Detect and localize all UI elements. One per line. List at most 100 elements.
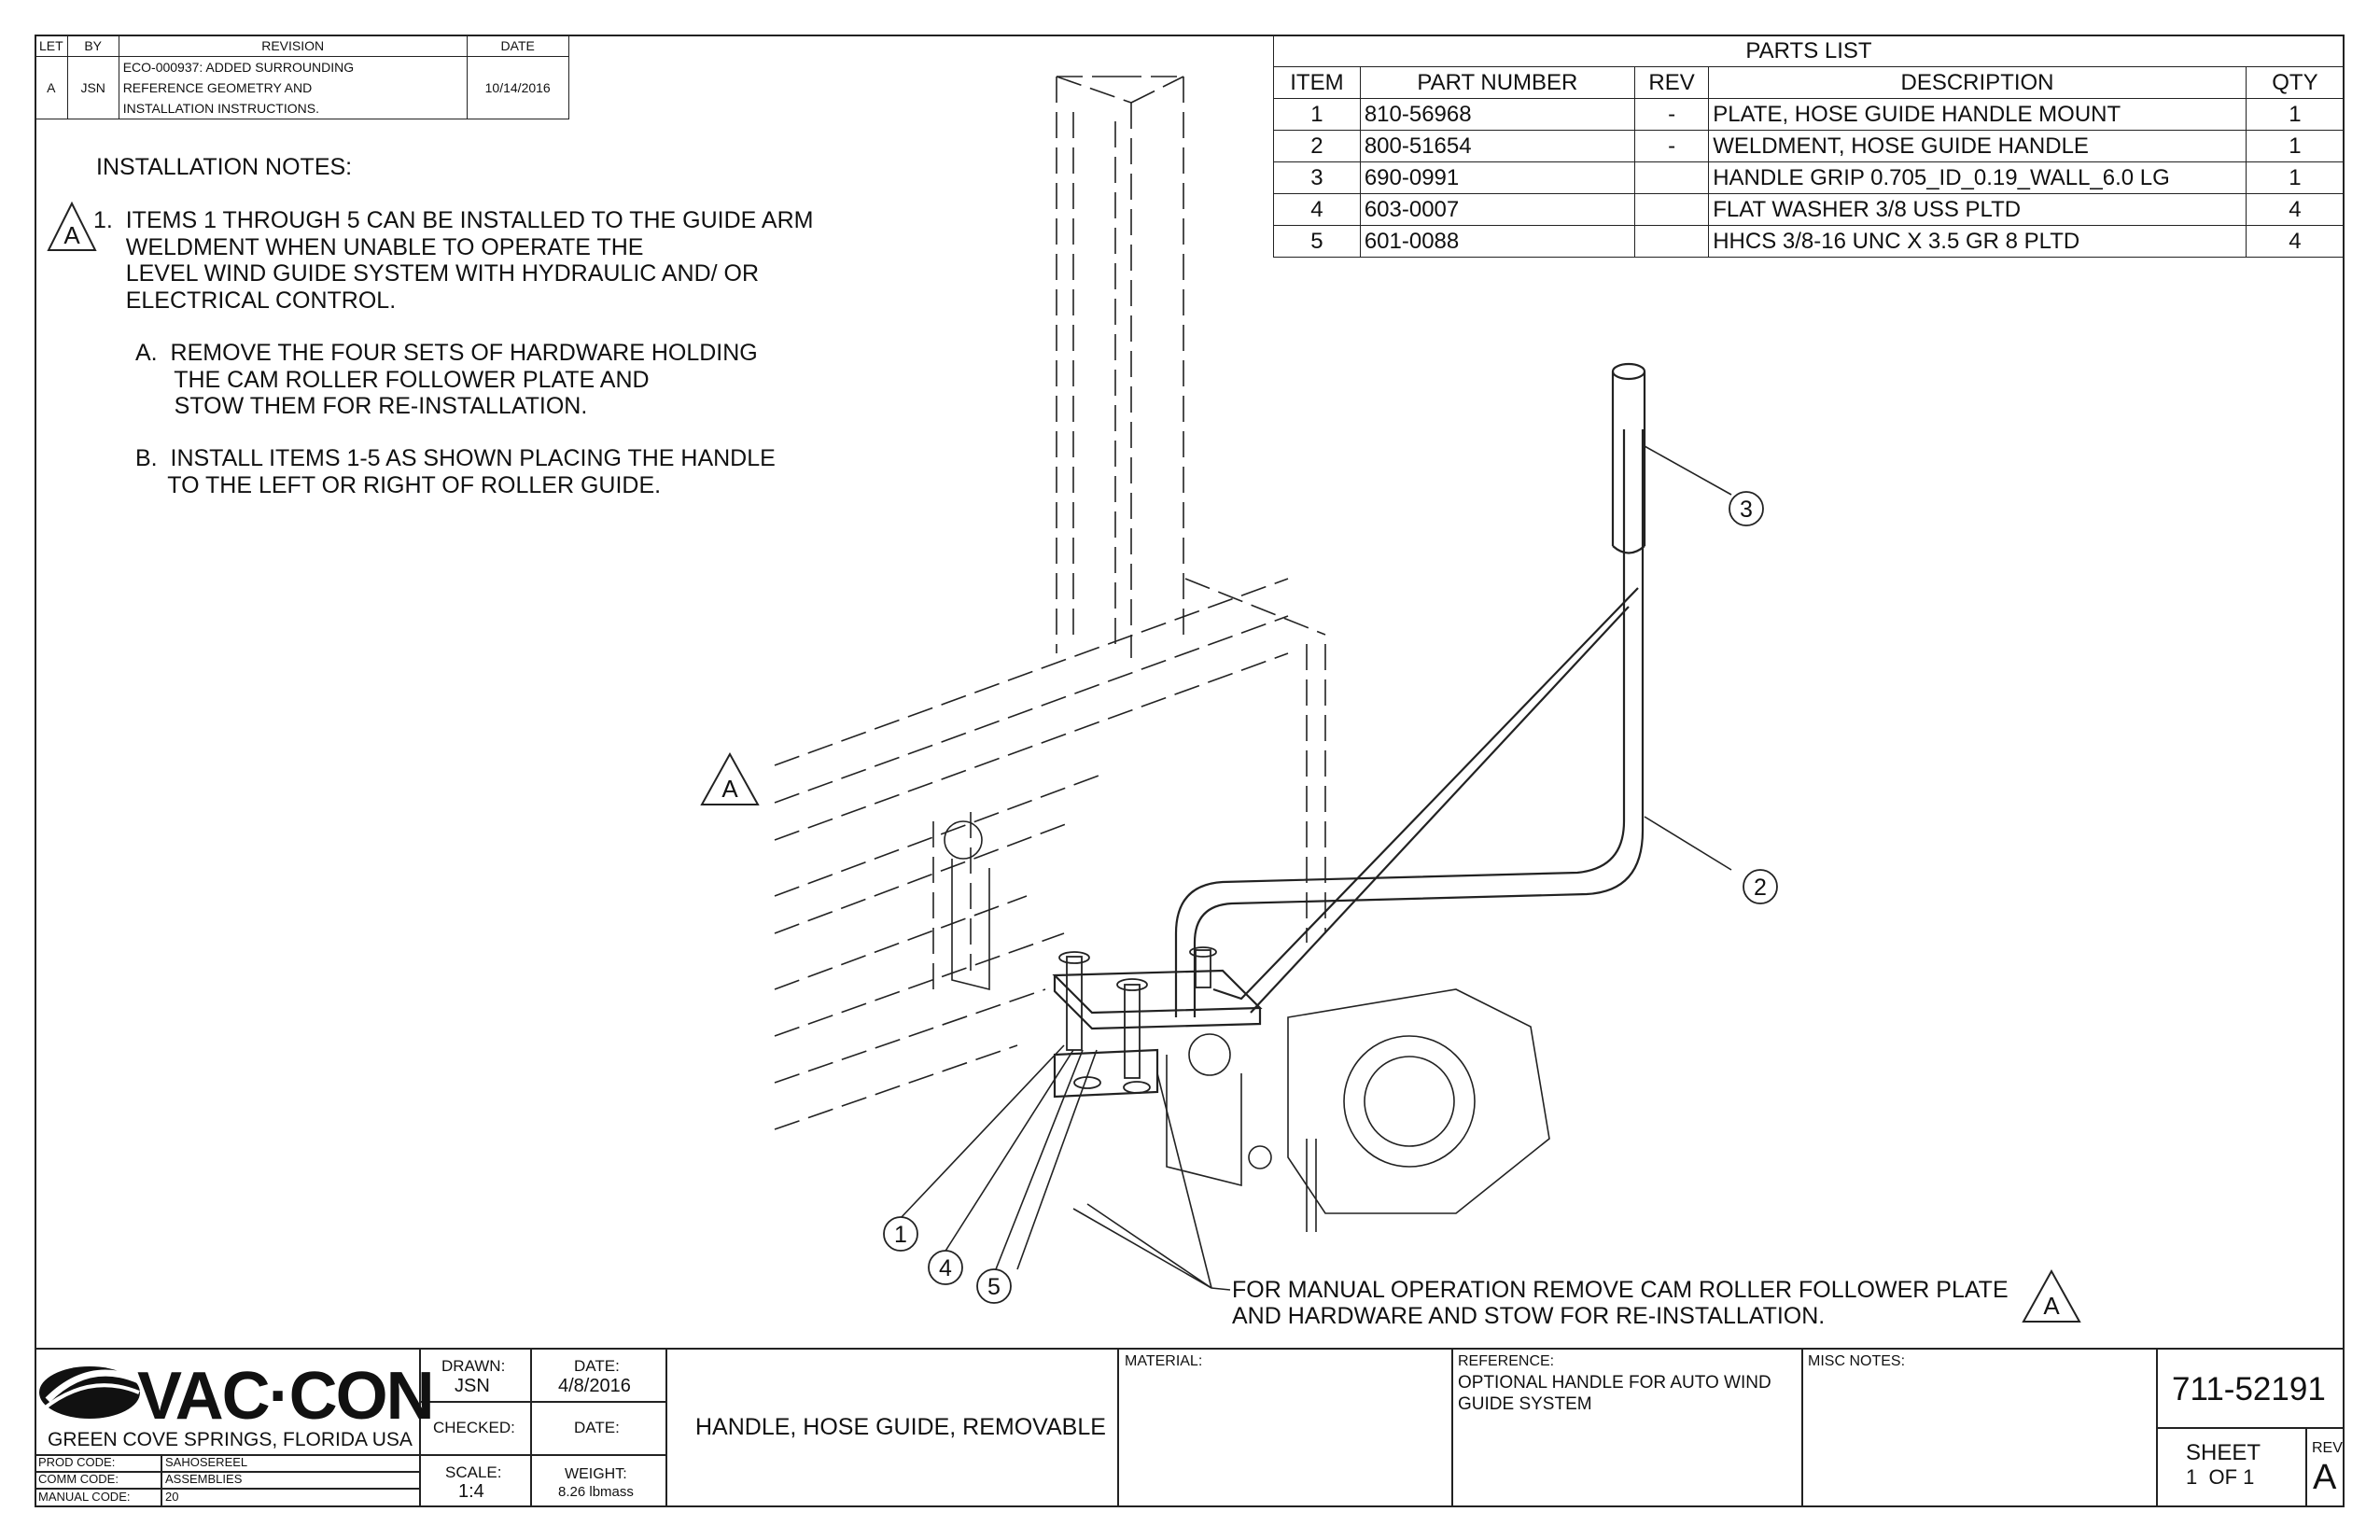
part-description: FLAT WASHER 3/8 USS PLTD — [1708, 193, 2247, 226]
scale-value: 1:4 — [458, 1481, 484, 1502]
code-label: COMM CODE: — [38, 1472, 119, 1486]
note-line: 1. ITEMS 1 THROUGH 5 CAN BE INSTALLED TO… — [93, 207, 814, 233]
part-description: PLATE, HOSE GUIDE HANDLE MOUNT — [1708, 98, 2247, 131]
parts-row: 5 601-0088 HHCS 3/8-16 UNC X 3.5 GR 8 PL… — [1273, 225, 2345, 258]
reference-line: OPTIONAL HANDLE FOR AUTO WIND — [1458, 1373, 1771, 1393]
balloon-label: 3 — [1740, 497, 1753, 523]
revision-triangle-icon — [47, 201, 97, 251]
balloon-label: 1 — [894, 1222, 907, 1248]
rev-label: REV — [2312, 1440, 2343, 1456]
installation-step-a: A. REMOVE THE FOUR SETS OF HARDWARE HOLD… — [135, 340, 758, 420]
rev-line: INSTALLATION INSTRUCTIONS. — [122, 101, 319, 116]
note-line: A. REMOVE THE FOUR SETS OF HARDWARE HOLD… — [135, 340, 758, 366]
reference-geometry — [774, 76, 1326, 1130]
revision-block: LET BY REVISION DATE A JSN ECO-000937: A… — [35, 35, 569, 119]
note-line: STOW THEM FOR RE-INSTALLATION. — [135, 393, 588, 419]
checked-date-label: DATE: — [574, 1419, 620, 1436]
note-line: B. INSTALL ITEMS 1-5 AS SHOWN PLACING TH… — [135, 445, 776, 471]
code-value: SAHOSEREEL — [165, 1455, 248, 1469]
reference-line: GUIDE SYSTEM — [1458, 1394, 1592, 1414]
drawing-number: 711-52191 — [2172, 1371, 2326, 1407]
manual-operation-note: FOR MANUAL OPERATION REMOVE CAM ROLLER F… — [1232, 1277, 2009, 1329]
part-description: WELDMENT, HOSE GUIDE HANDLE — [1708, 130, 2247, 162]
parts-row: 2 800-51654 - WELDMENT, HOSE GUIDE HANDL… — [1273, 130, 2345, 162]
note-line: FOR MANUAL OPERATION REMOVE CAM ROLLER F… — [1232, 1277, 2009, 1303]
balloon-2 — [1743, 869, 1778, 904]
balloon-3 — [1729, 491, 1764, 526]
balloon-label: 2 — [1754, 875, 1767, 901]
logo-text: VAC·CON — [137, 1359, 435, 1434]
parts-list: PARTS LIST ITEM PART NUMBER REV DESCRIPT… — [1273, 35, 2345, 258]
parts-header-part-number: PART NUMBER — [1359, 66, 1635, 99]
part-qty: 1 — [2245, 161, 2345, 194]
revision-triangle-label: A — [2043, 1292, 2060, 1320]
sheet-value: 1 OF 1 — [2186, 1465, 2255, 1489]
note-line: WELDMENT WHEN UNABLE TO OPERATE THE — [93, 233, 644, 260]
weight-label: WEIGHT: — [565, 1466, 627, 1482]
note-line: ELECTRICAL CONTROL. — [93, 287, 397, 314]
parts-row: 3 690-0991 HANDLE GRIP 0.705_ID_0.19_WAL… — [1273, 161, 2345, 194]
code-label: MANUAL CODE: — [38, 1490, 131, 1504]
part-rev — [1633, 193, 1710, 226]
title-block: VAC·CON GREEN COVE SPRINGS, FLORIDA USA … — [35, 1348, 2345, 1507]
date-label: DATE: — [574, 1357, 620, 1375]
date-value: 4/8/2016 — [558, 1376, 631, 1396]
revision-triangle-label: A — [721, 775, 738, 803]
part-number: 810-56968 — [1359, 98, 1635, 131]
revision-triangle-icon — [2022, 1268, 2081, 1323]
note-line: TO THE LEFT OR RIGHT OF ROLLER GUIDE. — [135, 471, 662, 498]
balloon-1 — [883, 1216, 918, 1252]
balloon-label: 4 — [939, 1255, 952, 1281]
sheet-label: SHEET — [2186, 1440, 2261, 1465]
balloon-label: 5 — [987, 1274, 1001, 1300]
roller-housing — [944, 820, 1550, 1232]
misc-notes-label: MISC NOTES: — [1808, 1353, 1906, 1369]
leader-lines — [900, 445, 1732, 1291]
note-line: THE CAM ROLLER FOLLOWER PLATE AND — [135, 366, 650, 393]
note-line: LEVEL WIND GUIDE SYSTEM WITH HYDRAULIC A… — [93, 260, 760, 287]
note-line: AND HARDWARE AND STOW FOR RE-INSTALLATIO… — [1232, 1303, 1826, 1329]
handle-grip — [1611, 362, 1646, 554]
rev-line: ECO-000937: ADDED SURROUNDING — [122, 60, 355, 75]
weight-value: 8.26 lbmass — [558, 1484, 634, 1500]
part-description: HHCS 3/8-16 UNC X 3.5 GR 8 PLTD — [1708, 225, 2247, 258]
reference-label: REFERENCE: — [1458, 1353, 1555, 1369]
part-number: 601-0088 — [1359, 225, 1635, 258]
code-value: ASSEMBLIES — [165, 1472, 243, 1486]
installation-step-b: B. INSTALL ITEMS 1-5 AS SHOWN PLACING TH… — [135, 445, 776, 498]
parts-header-description: DESCRIPTION — [1708, 66, 2247, 99]
drawn-value: JSN — [455, 1376, 490, 1396]
rev-line: REFERENCE GEOMETRY AND — [122, 80, 313, 95]
installation-notes-heading: INSTALLATION NOTES: — [96, 154, 353, 180]
scale-label: SCALE: — [445, 1463, 502, 1481]
part-qty: 4 — [2245, 225, 2345, 258]
drawing-title: HANDLE, HOSE GUIDE, REMOVABLE — [695, 1414, 1106, 1440]
balloon-5 — [976, 1268, 1012, 1304]
parts-header-item: ITEM — [1273, 66, 1361, 99]
material-label: MATERIAL: — [1125, 1353, 1203, 1369]
parts-row: 1 810-56968 - PLATE, HOSE GUIDE HANDLE M… — [1273, 98, 2345, 131]
drawing-border — [35, 35, 2345, 1507]
code-label: PROD CODE: — [38, 1455, 116, 1469]
part-number: 800-51654 — [1359, 130, 1635, 162]
balloon-4 — [928, 1250, 963, 1285]
part-rev — [1633, 225, 1710, 258]
rev-let: A — [35, 56, 68, 119]
revision-triangle-icon — [700, 751, 760, 805]
rev-description: ECO-000937: ADDED SURROUNDING REFERENCE … — [118, 56, 468, 119]
handle-weldment — [1052, 429, 1645, 1099]
checked-label: CHECKED: — [433, 1419, 515, 1436]
drawn-label: DRAWN: — [441, 1357, 506, 1375]
installation-note-1: 1. ITEMS 1 THROUGH 5 CAN BE INSTALLED TO… — [93, 207, 813, 314]
rev-date: 10/14/2016 — [466, 56, 569, 119]
part-item: 2 — [1273, 130, 1361, 162]
code-value: 20 — [165, 1490, 179, 1504]
bolts — [1058, 946, 1217, 1094]
company-location: GREEN COVE SPRINGS, FLORIDA USA — [48, 1429, 413, 1450]
part-description: HANDLE GRIP 0.705_ID_0.19_WALL_6.0 LG — [1708, 161, 2247, 194]
rev-header-by: BY — [66, 35, 119, 57]
parts-header-rev: REV — [1633, 66, 1710, 99]
revision-triangle-label: A — [63, 221, 80, 249]
rev-value: A — [2313, 1458, 2337, 1497]
